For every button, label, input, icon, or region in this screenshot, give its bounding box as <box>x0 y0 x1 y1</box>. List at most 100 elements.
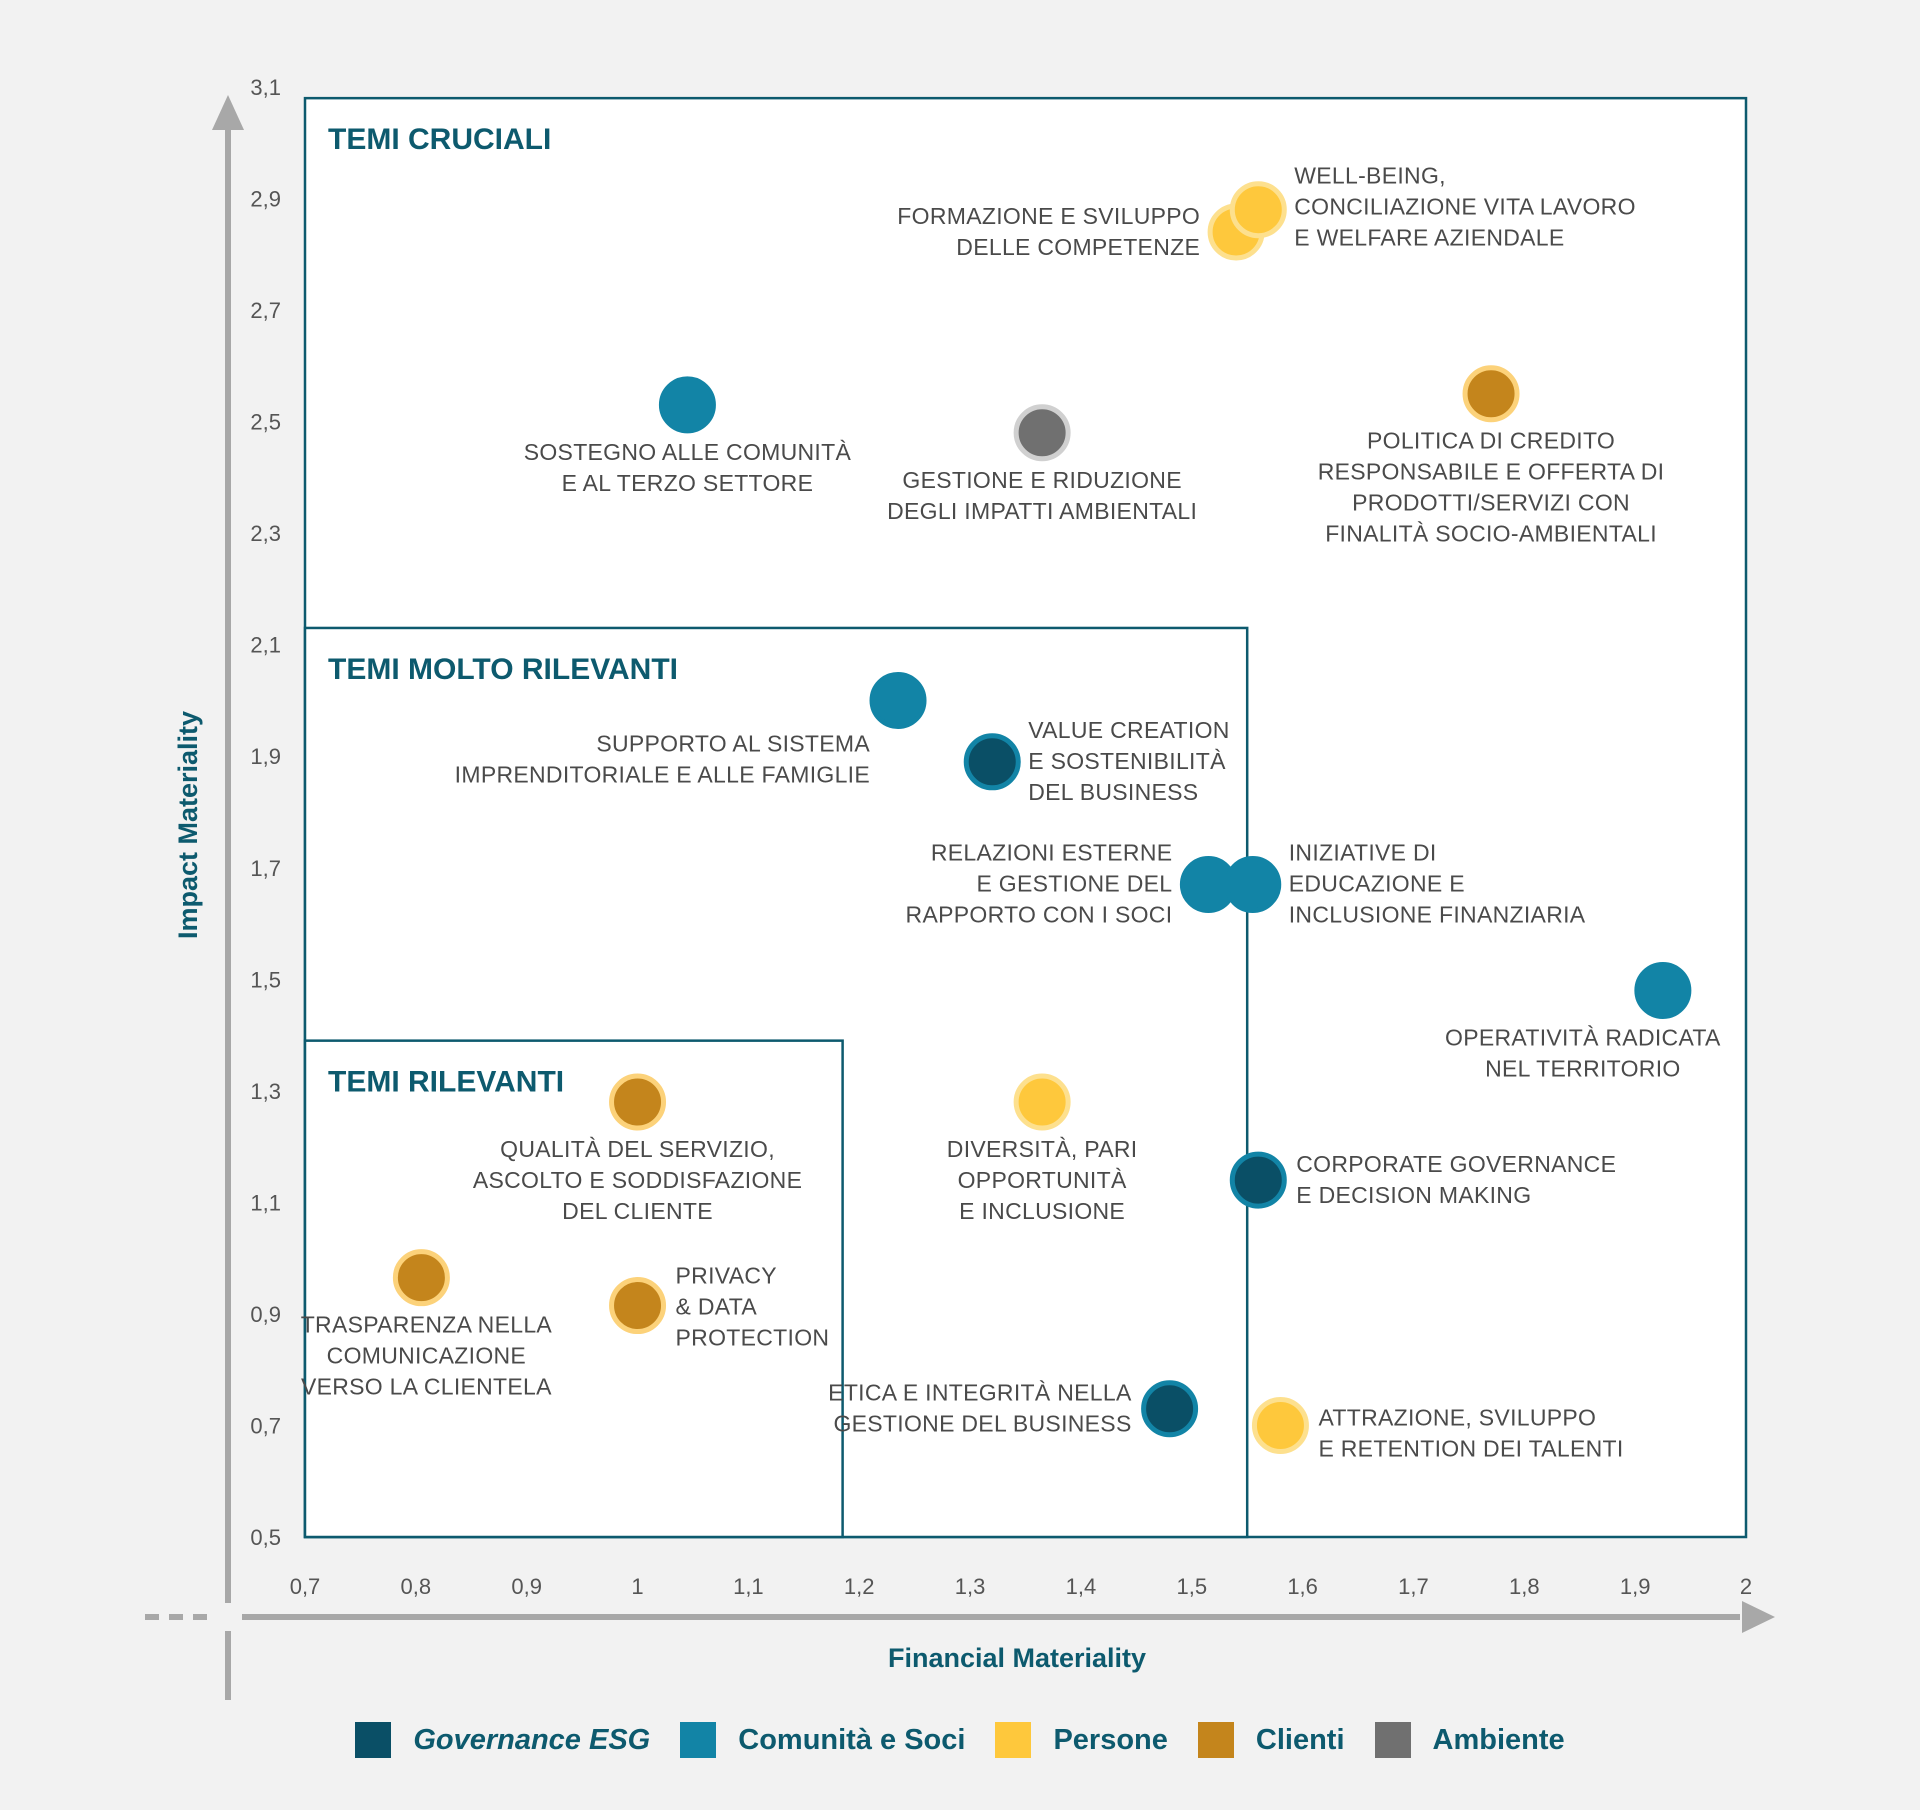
x-tick-label: 1,7 <box>1398 1574 1429 1599</box>
data-point-label: CORPORATE GOVERNANCE E DECISION MAKING <box>1296 1151 1616 1208</box>
x-tick-label: 1,5 <box>1176 1574 1207 1599</box>
data-point-label-line: TRASPARENZA NELLA <box>301 1312 553 1338</box>
data-point <box>392 1249 450 1307</box>
x-tick-label: 0,8 <box>401 1574 432 1599</box>
data-point <box>658 376 716 434</box>
data-point-label: VALUE CREATION E SOSTENIBILITÀ DEL BUSINES… <box>1028 717 1229 805</box>
x-tick-label: 1,6 <box>1287 1574 1318 1599</box>
data-point-label-line: PROTECTION <box>676 1325 830 1351</box>
legend-label: Ambiente <box>1432 1723 1565 1756</box>
y-tick-label: 0,9 <box>250 1302 281 1327</box>
data-point-label-line: INIZIATIVE DI <box>1289 840 1437 866</box>
data-point <box>609 1073 667 1131</box>
axis-origin-gap <box>214 1603 242 1631</box>
y-tick-label: 1,5 <box>250 967 281 992</box>
data-point-label-line: ASCOLTO E SODDISFAZIONE <box>473 1167 802 1193</box>
data-point-label: GESTIONE E RIDUZIONE DEGLI IMPATTI AMBIEN… <box>887 467 1197 524</box>
y-tick-label: 0,5 <box>250 1525 281 1550</box>
x-axis-arrow-icon <box>1742 1601 1775 1633</box>
data-point-label-line: FINALITÀ SOCIO-AMBIENTALI <box>1325 521 1657 547</box>
data-point <box>1462 365 1520 423</box>
data-point-label-line: WELL-BEING, <box>1294 163 1446 189</box>
data-point-label-line: VALUE CREATION <box>1028 717 1229 743</box>
data-point-label: POLITICA DI CREDITO RESPONSABILE E OFFERT… <box>1318 428 1665 547</box>
legend-swatch <box>1374 1722 1411 1758</box>
data-point-label-line: E RETENTION DEI TALENTI <box>1318 1435 1623 1461</box>
data-point-label-line: GESTIONE DEL BUSINESS <box>833 1411 1131 1437</box>
data-point <box>1141 1380 1199 1438</box>
legend-swatch <box>355 1722 392 1758</box>
zone-label-0: TEMI CRUCIALI <box>328 123 551 156</box>
y-tick-label: 2,9 <box>250 187 281 212</box>
data-point-label-line: ATTRAZIONE, SVILUPPO <box>1318 1404 1596 1430</box>
x-tick-label: 1,3 <box>955 1574 986 1599</box>
data-point-label-line: DIVERSITÀ, PARI <box>947 1136 1138 1162</box>
data-point-label-line: E DECISION MAKING <box>1296 1182 1531 1208</box>
data-point-label-line: E SOSTENIBILITÀ <box>1028 748 1226 774</box>
data-point-label-line: OPPORTUNITÀ <box>958 1167 1127 1193</box>
data-point-label-line: DELLE COMPETENZE <box>956 234 1200 260</box>
x-tick-label: 1 <box>631 1574 643 1599</box>
legend-label: Clienti <box>1255 1723 1345 1756</box>
y-tick-label: 1,9 <box>250 744 281 769</box>
legend-item: Clienti <box>1197 1722 1345 1758</box>
data-point-label-line: E WELFARE AZIENDALE <box>1294 225 1564 251</box>
data-point <box>1229 181 1287 239</box>
x-tick-label: 2 <box>1740 1574 1752 1599</box>
zone-box-2 <box>303 1039 844 1539</box>
data-point <box>1634 961 1692 1019</box>
data-point <box>1013 1073 1071 1131</box>
y-axis-arrow-icon <box>212 95 244 130</box>
data-point-label-line: PRIVACY <box>676 1263 777 1289</box>
data-point-label: DIVERSITÀ, PARI OPPORTUNITÀ E INCLUSIONE <box>947 1136 1138 1224</box>
data-point-label: SUPPORTO AL SISTEMA IMPRENDITORIALE E ALL… <box>455 730 871 787</box>
data-point-label-line: ETICA E INTEGRITÀ NELLA <box>828 1380 1132 1406</box>
legend-swatch <box>1197 1722 1234 1758</box>
data-point-label-line: RELAZIONI ESTERNE <box>931 840 1173 866</box>
data-point <box>609 1277 667 1335</box>
data-point-label-line: E GESTIONE DEL <box>976 871 1172 897</box>
y-tick-label: 2,7 <box>250 298 281 323</box>
data-point-label-line: POLITICA DI CREDITO <box>1367 428 1615 454</box>
data-point-label-line: CORPORATE GOVERNANCE <box>1296 1151 1616 1177</box>
data-point-label-line: RESPONSABILE E OFFERTA DI <box>1318 459 1665 485</box>
legend-label: Governance ESG <box>413 1723 651 1756</box>
x-axis-label: Financial Materiality <box>888 1643 1146 1673</box>
x-tick-label: 1,1 <box>733 1574 764 1599</box>
legend-label: Comunità e Soci <box>738 1723 966 1756</box>
data-point-label-line: DEL CLIENTE <box>562 1198 713 1224</box>
data-point-label: QUALITÀ DEL SERVIZIO,ASCOLTO E SODDISFAZ… <box>473 1136 802 1224</box>
data-point <box>1224 856 1282 913</box>
legend-swatch <box>995 1722 1032 1758</box>
x-tick-label: 0,9 <box>511 1574 542 1599</box>
data-point-label: ATTRAZIONE, SVILUPPO E RETENTION DEI TALE… <box>1318 1404 1623 1461</box>
x-tick-label: 1,4 <box>1066 1574 1097 1599</box>
data-point-label-line: E INCLUSIONE <box>959 1198 1125 1224</box>
y-tick-label: 1,1 <box>250 1190 281 1215</box>
data-point-label-line: CONCILIAZIONE VITA LAVORO <box>1294 194 1636 220</box>
data-point-label-line: GESTIONE E RIDUZIONE <box>902 467 1181 493</box>
data-point-label-line: E AL TERZO SETTORE <box>562 470 814 496</box>
data-point-label-line: OPERATIVITÀ RADICATA <box>1445 1024 1721 1050</box>
data-point <box>1251 1396 1309 1454</box>
y-tick-label: 0,7 <box>250 1413 281 1438</box>
data-point-label-line: EDUCAZIONE E <box>1289 871 1465 897</box>
data-point-label-line: DEL BUSINESS <box>1028 779 1198 805</box>
legend-swatch <box>680 1722 717 1758</box>
data-point-label-line: PRODOTTI/SERVIZI CON <box>1352 490 1630 516</box>
data-point-label-line: DEGLI IMPATTI AMBIENTALI <box>887 498 1197 524</box>
data-point-label-line: SUPPORTO AL SISTEMA <box>596 730 870 756</box>
x-tick-label: 1,2 <box>844 1574 875 1599</box>
data-point <box>1229 1151 1287 1209</box>
legend-item: Comunità e Soci <box>680 1722 965 1758</box>
data-point-label-line: INCLUSIONE FINANZIARIA <box>1289 902 1586 928</box>
data-point-label-line: IMPRENDITORIALE E ALLE FAMIGLIE <box>455 761 870 787</box>
data-point <box>869 671 927 729</box>
